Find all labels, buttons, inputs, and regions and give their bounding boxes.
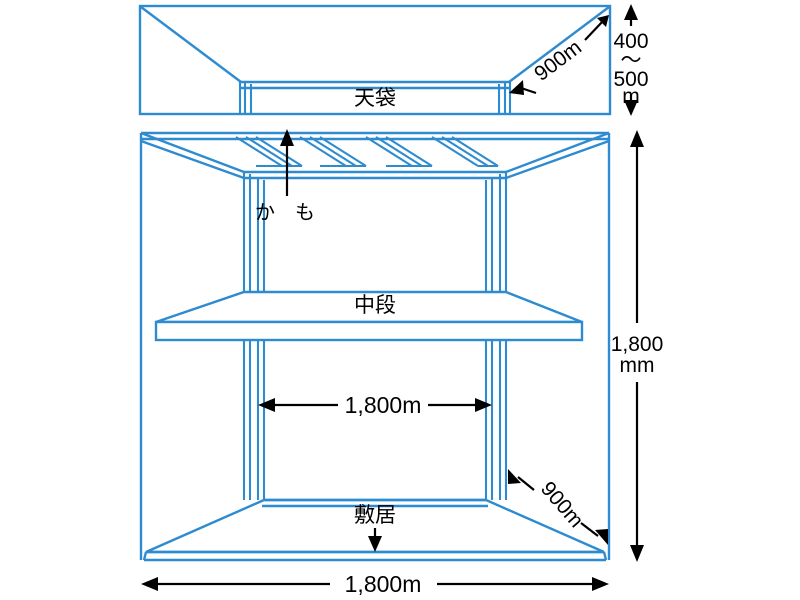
ceiling-slat-1b [245,136,293,167]
inner-width-arrowhead-left [258,398,275,412]
upper-left-diagonal [140,6,242,83]
label-upper-height-tilde: 〜 [621,49,642,72]
ceiling-slat-3c [385,136,433,167]
upper-depth-dimension: 900m [509,15,609,95]
upper-depth-arrow-line-up [584,20,604,41]
ceiling-slat-2a [299,136,347,167]
lower-depth-arrow-line-down [580,522,599,537]
label-inner-width: 1,800m [345,392,422,418]
ceiling-slat-1a [235,136,283,167]
label-kamoi-1: か [255,202,275,224]
main-closet-group: 中段 [139,131,611,562]
ceiling-group [140,131,610,180]
ceiling-right-edge-upper [505,131,610,174]
ceiling-right-edge-lower [505,139,610,180]
label-tenbukuro: 天袋 [354,87,396,110]
outer-width-arrowhead-left [141,577,158,591]
ceiling-slat-4c [451,136,499,167]
ceiling-slat-4a [431,136,479,167]
upper-cabinet-group: 天袋 [138,4,612,116]
upper-cabinet-outline [138,4,612,116]
label-upper-depth: 900m [530,36,586,86]
label-chudan: 中段 [354,294,396,317]
upper-height-arrowhead-top [624,4,638,20]
ceiling-slat-2c [319,136,367,167]
inner-width-arrowhead-right [475,398,492,412]
upper-depth-arrowhead-down [509,80,524,95]
shikii-left-cap [142,551,148,561]
ceiling-slat-2b [309,136,357,167]
upper-right-diagonal [508,6,610,83]
lower-depth-arrowhead-up [508,469,521,484]
main-height-arrowhead-bottom [630,545,644,562]
ceiling-slat-1c [255,136,303,167]
outer-width-arrowhead-right [592,577,609,591]
upper-depth-arrowhead-up [597,15,609,27]
label-main-height-unit: mm [620,354,655,377]
inner-width-dimension: 1,800m [258,392,492,418]
kamoi-pointer-group: か も [255,129,315,224]
kamoi-pointer-arrowhead [280,129,294,146]
ceiling-slat-4b [441,136,489,167]
shikii-pointer-group: 敷居 [354,504,396,552]
shikii-pointer-arrowhead [368,536,382,552]
upper-height-dimension: 400 〜 500 m [613,4,649,116]
middle-shelf-group: 中段 [154,290,584,342]
ceiling-slat-3b [375,136,423,167]
ceiling-left-edge-lower [140,139,245,180]
lower-depth-arrowhead-down [595,529,608,545]
label-upper-height-bottom: 500 [613,68,648,91]
label-kamoi-2: も [295,202,315,224]
label-lower-depth: 900m [536,477,588,532]
ceiling-left-edge-upper [140,131,245,174]
lower-depth-arrow-line-up [517,476,535,491]
label-main-height-value: 1,800 [611,333,664,356]
label-upper-height-unit: m [622,85,640,108]
label-upper-height-top: 400 [613,30,648,53]
label-outer-width: 1,800m [345,571,422,597]
middle-shelf-front-edge [154,320,584,342]
floor-group [142,498,608,562]
outer-width-dimension: 1,800m [141,571,609,597]
main-height-arrowhead-top [630,130,644,147]
upper-height-arrowhead-bottom [624,100,638,116]
label-shikii: 敷居 [354,504,396,527]
ceiling-slat-3a [365,136,413,167]
shikii-right-cap [602,551,608,561]
main-height-dimension: 1,800 mm [611,130,664,562]
